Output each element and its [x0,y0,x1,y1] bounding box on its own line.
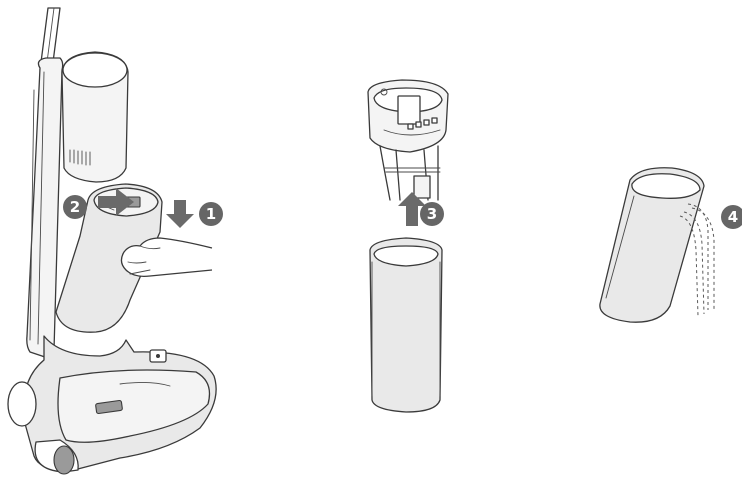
step-badge-1: 1 [199,202,223,226]
arrow-down-icon [166,200,194,228]
tilted-tank [600,168,704,322]
floor-head [8,336,216,474]
step-number-1: 1 [206,205,216,223]
panel-3-pour-water: 4 [600,168,742,322]
water-tank-box [370,238,442,412]
step-badge-2: 2 [63,195,87,219]
step-badge-3: 3 [420,202,444,226]
step-number-3: 3 [427,205,437,223]
filter-frame [380,146,440,200]
filter-head [368,80,448,152]
panel-1-vacuum-tank-removal: 1 2 [8,8,223,474]
step-badge-4: 4 [721,205,742,229]
clean-water-tank [62,52,128,182]
step-number-2: 2 [70,198,80,216]
step-number-4: 4 [728,208,738,226]
panel-2-filter-removal: 3 [368,80,448,412]
